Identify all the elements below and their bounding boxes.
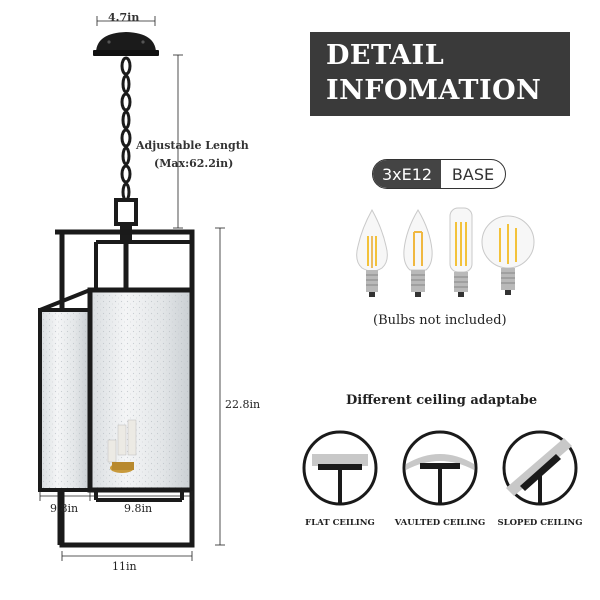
base-type: BASE [451, 164, 495, 184]
sloped-ceiling-label: SLOPED CEILING [497, 518, 583, 528]
tubular-bulb-icon [449, 207, 473, 297]
lantern-illustration [38, 16, 225, 561]
sloped-ceiling-icon [502, 430, 578, 506]
chain-icon [120, 56, 132, 202]
ceiling-icons [302, 430, 578, 506]
header-line-1: DETAIL [326, 40, 445, 71]
adjustable-length-label: Adjustable Length [136, 139, 249, 152]
base-badge: 3xE12 BASE [372, 159, 506, 189]
height-label: 22.8in [225, 398, 261, 411]
vaulted-ceiling-icon [402, 430, 478, 506]
depth-label: 9.8in [50, 502, 79, 515]
outer-width-label: 11in [112, 560, 137, 573]
canopy-icon [96, 32, 156, 52]
candle-sockets-icon [107, 419, 137, 473]
candle-bulb-icon [403, 209, 433, 297]
base-count: 3xE12 [373, 160, 441, 188]
flat-ceiling-icon [302, 430, 378, 506]
flame-tip-bulb-icon [356, 208, 388, 297]
ceiling-section-title: Different ceiling adaptabe [346, 393, 538, 408]
inner-width-label: 9.8in [124, 502, 153, 515]
canopy-width-label: 4.7in [108, 11, 140, 24]
adjustable-length-max-label: (Max:62.2in) [154, 157, 234, 170]
flat-ceiling-label: FLAT CEILING [305, 518, 375, 528]
header-line-2: INFOMATION [326, 75, 542, 106]
detail-header-box [310, 32, 570, 116]
globe-bulb-icon [481, 215, 535, 295]
vaulted-ceiling-label: VAULTED CEILING [394, 518, 486, 528]
bulbs-note: (Bulbs not included) [373, 313, 507, 328]
bulbs-row [356, 207, 535, 297]
